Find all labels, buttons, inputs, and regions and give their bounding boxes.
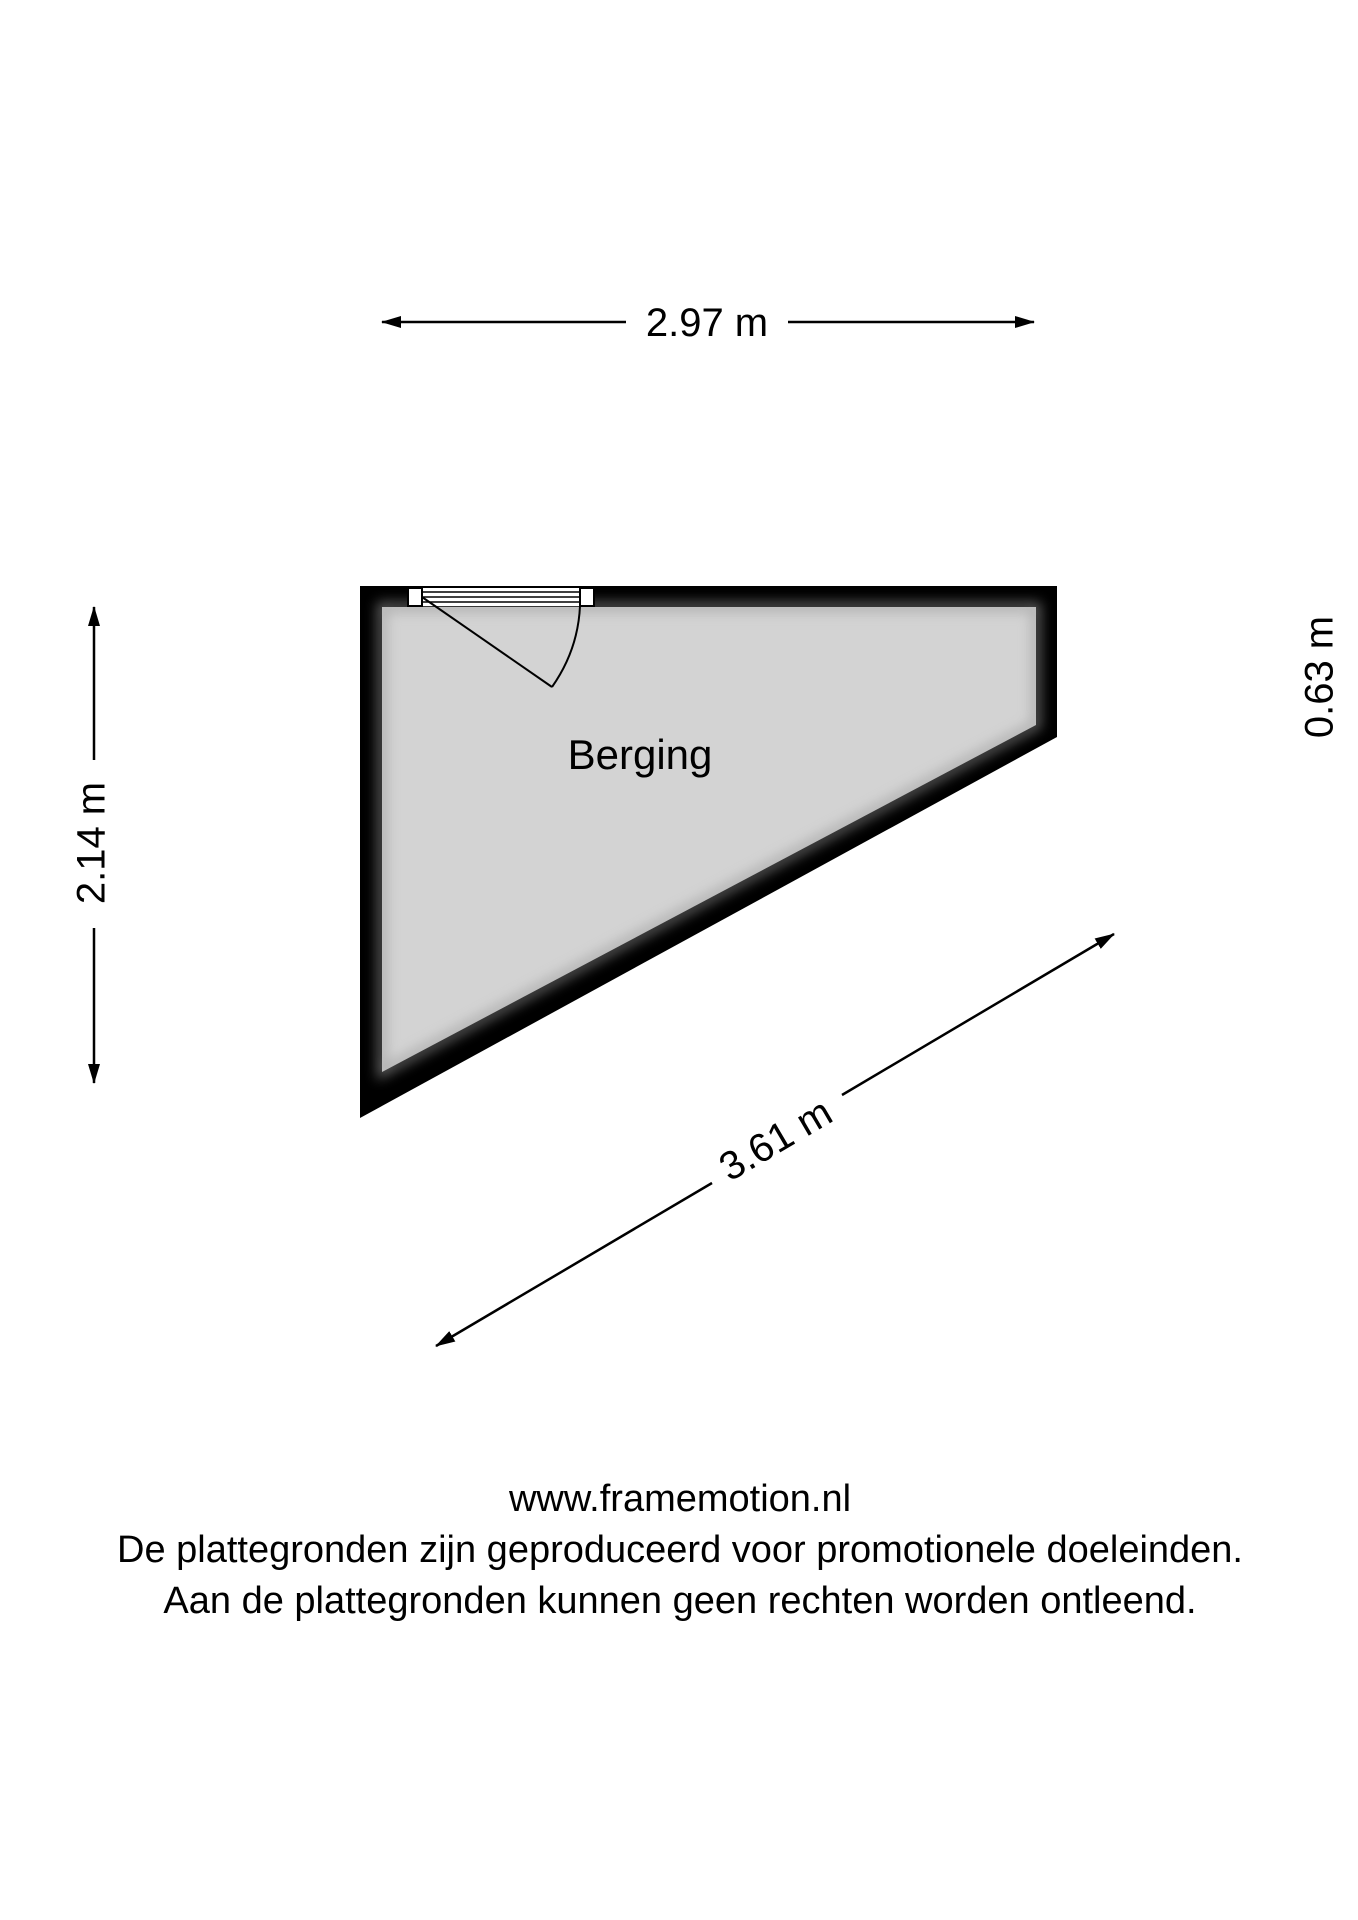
footer-website: www.framemotion.nl — [508, 1478, 851, 1520]
room-label: Berging — [568, 731, 713, 778]
door-jamb-right — [579, 587, 595, 607]
dimension-top: 2.97 m — [381, 301, 1035, 345]
dimension-left-label: 2.14 m — [70, 782, 114, 904]
dimension-diagonal-line-lower — [435, 1181, 713, 1348]
room-floor — [382, 607, 1036, 1072]
footer-disclaimer-line-2: Aan de plattegronden kunnen geen rechten… — [163, 1580, 1196, 1622]
footer-disclaimer-line-1: De plattegronden zijn geproduceerd voor … — [117, 1529, 1243, 1571]
dimension-right-label: 0.63 m — [1298, 616, 1342, 738]
room-floor-shading — [377, 602, 1041, 1081]
dimension-left: 2.14 m — [70, 606, 114, 1084]
dimension-diagonal-line-upper — [841, 932, 1115, 1097]
dimension-diagonal-label: 3.61 m — [712, 1090, 840, 1190]
door-swing-arc — [551, 605, 581, 688]
dimension-right: 0.63 m — [1298, 616, 1342, 738]
room-berging: Berging — [360, 586, 1057, 1118]
door-jamb-left — [407, 587, 423, 607]
footer: www.framemotion.nl De plattegronden zijn… — [117, 1478, 1243, 1622]
dimension-top-label: 2.97 m — [646, 301, 768, 345]
door-leaf — [421, 596, 553, 688]
door — [407, 587, 595, 688]
